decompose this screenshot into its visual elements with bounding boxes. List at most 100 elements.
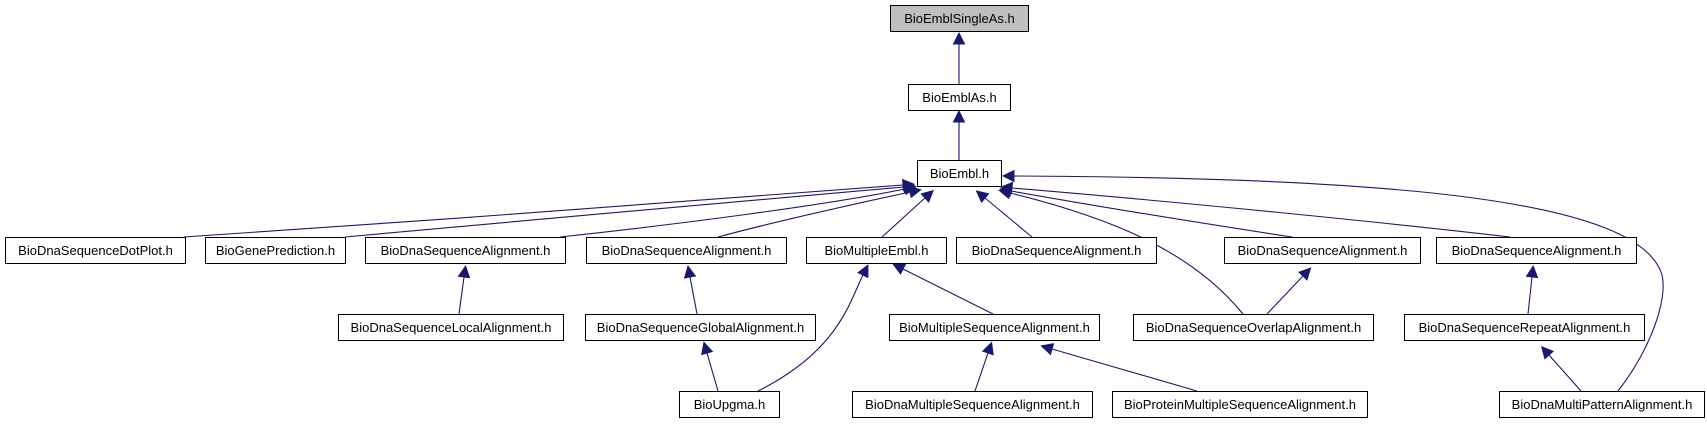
- edge-n14-n9: [1266, 267, 1312, 315]
- node-box: [889, 314, 1100, 341]
- node-box: [890, 5, 1029, 32]
- edge-n10-n2: [999, 181, 1511, 238]
- arrowhead: [952, 31, 966, 45]
- node-label: BioDnaSequenceGlobalAlignment.h: [597, 320, 804, 335]
- node-box: [1112, 391, 1368, 418]
- node-box: [1436, 237, 1637, 264]
- edge-line: [717, 191, 911, 238]
- edge-n15-n10: [1525, 264, 1539, 315]
- node-box: [1404, 314, 1645, 341]
- node-label: BioDnaSequenceRepeatAlignment.h: [1419, 320, 1631, 335]
- arrowhead: [892, 263, 907, 275]
- edge-line: [881, 197, 926, 238]
- node-box: [586, 237, 787, 264]
- arrowhead: [920, 189, 934, 204]
- edge-layer: [183, 31, 1664, 392]
- node-box: [1499, 391, 1705, 418]
- edge-n8-n2: [975, 190, 1033, 238]
- graph-node[interactable]: BioEmbl.h: [917, 160, 1002, 187]
- node-box: [5, 237, 186, 264]
- edge-line: [344, 186, 905, 238]
- edge-n11-n5: [457, 264, 471, 315]
- arrowhead: [952, 109, 966, 123]
- node-label: BioDnaSequenceAlignment.h: [381, 243, 551, 258]
- graph-node[interactable]: BioDnaMultipleSequenceAlignment.h: [852, 391, 1093, 418]
- edge-n12-n6: [683, 265, 698, 315]
- edge-line: [1266, 275, 1304, 315]
- graph-node[interactable]: BioDnaSequenceAlignment.h: [365, 237, 566, 264]
- node-label: BioUpgma.h: [694, 397, 766, 412]
- node-box: [365, 237, 566, 264]
- node-box: [205, 237, 346, 264]
- graph-node[interactable]: BioDnaSequenceRepeatAlignment.h: [1404, 314, 1645, 341]
- edge-line: [1051, 348, 1198, 392]
- node-box: [956, 237, 1157, 264]
- arrowhead: [1525, 264, 1539, 279]
- arrowhead: [1298, 267, 1312, 281]
- edge-n7-n2: [881, 189, 934, 238]
- arrowhead: [908, 185, 922, 199]
- arrowhead: [981, 341, 994, 356]
- edge-n17-n13: [974, 341, 994, 392]
- graph-node[interactable]: BioProteinMultipleSequenceAlignment.h: [1112, 391, 1368, 418]
- edge-n16-n7: [757, 264, 869, 392]
- node-label: BioMultipleSequenceAlignment.h: [899, 320, 1090, 335]
- edge-line: [974, 352, 989, 392]
- graph-node[interactable]: BioUpgma.h: [679, 391, 780, 418]
- node-label: BioDnaMultiPatternAlignment.h: [1512, 397, 1693, 412]
- edge-n6-n2: [717, 185, 922, 238]
- edge-n18-n13: [1040, 343, 1198, 392]
- node-label: BioDnaSequenceAlignment.h: [602, 243, 772, 258]
- graph-node[interactable]: BioMultipleSequenceAlignment.h: [889, 314, 1100, 341]
- graph-node[interactable]: BioGenePrediction.h: [205, 237, 346, 264]
- node-layer: BioEmblSingleAs.hBioEmblAs.hBioEmbl.hBio…: [5, 5, 1705, 418]
- node-box: [852, 391, 1093, 418]
- node-label: BioProteinMultipleSequenceAlignment.h: [1124, 397, 1356, 412]
- arrowhead: [1040, 343, 1055, 356]
- graph-node[interactable]: BioDnaSequenceAlignment.h: [586, 237, 787, 264]
- graph-node[interactable]: BioDnaSequenceAlignment.h: [956, 237, 1157, 264]
- edge-n9-n2: [999, 184, 1293, 238]
- node-label: BioGenePrediction.h: [216, 243, 335, 258]
- graph-node[interactable]: BioEmblAs.h: [908, 84, 1011, 111]
- edge-line: [757, 274, 864, 392]
- graph-node[interactable]: BioDnaSequenceDotPlot.h: [5, 237, 186, 264]
- edge-line: [1527, 276, 1533, 315]
- node-label: BioDnaMultipleSequenceAlignment.h: [865, 397, 1080, 412]
- root-node: BioEmblSingleAs.h: [890, 5, 1029, 32]
- graph-node[interactable]: BioDnaMultiPatternAlignment.h: [1499, 391, 1705, 418]
- arrowhead: [975, 190, 990, 204]
- node-label: BioDnaSequenceAlignment.h: [1452, 243, 1622, 258]
- arrowhead: [701, 341, 714, 356]
- node-label: BioEmbl.h: [930, 166, 989, 181]
- edge-n2-n1: [952, 109, 966, 160]
- graph-node[interactable]: BioDnaSequenceOverlapAlignment.h: [1133, 314, 1374, 341]
- arrowhead: [683, 265, 697, 279]
- node-box: [338, 314, 564, 341]
- edge-line: [1548, 354, 1582, 392]
- graph-node[interactable]: BioMultipleEmbl.h: [806, 237, 947, 264]
- node-label: BioDnaSequenceDotPlot.h: [18, 243, 173, 258]
- edge-line: [706, 352, 719, 392]
- node-label: BioEmblSingleAs.h: [904, 11, 1015, 26]
- edge-line: [183, 184, 904, 238]
- graph-node[interactable]: BioDnaSequenceGlobalAlignment.h: [585, 314, 816, 341]
- graph-node[interactable]: BioDnaSequenceLocalAlignment.h: [338, 314, 564, 341]
- node-box: [806, 237, 947, 264]
- edge-n13-n7: [892, 263, 994, 315]
- graph-node[interactable]: BioDnaSequenceAlignment.h: [1224, 237, 1421, 264]
- node-box: [1224, 237, 1421, 264]
- node-label: BioDnaSequenceAlignment.h: [972, 243, 1142, 258]
- edge-line: [458, 276, 465, 315]
- edge-line: [689, 276, 698, 315]
- node-label: BioDnaSequenceLocalAlignment.h: [351, 320, 552, 335]
- node-box: [1133, 314, 1374, 341]
- graph-node[interactable]: BioDnaSequenceAlignment.h: [1436, 237, 1637, 264]
- node-box: [908, 84, 1011, 111]
- edge-n19-n15: [1540, 345, 1582, 392]
- arrowhead: [457, 264, 471, 279]
- node-label: BioEmblAs.h: [922, 90, 996, 105]
- arrowhead: [999, 181, 1014, 195]
- arrowhead: [1001, 169, 1015, 183]
